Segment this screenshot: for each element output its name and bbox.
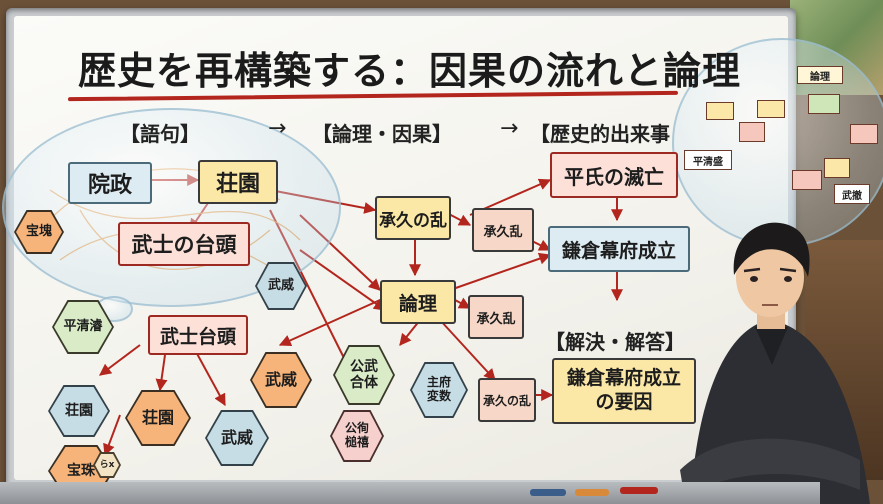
header-events: 【歴史的出来事 [530, 122, 670, 146]
header-arrow: → [500, 116, 519, 141]
hex-busai3: 武威 [250, 352, 312, 408]
link-line [103, 414, 121, 457]
hex-label: 主府 変数 [412, 364, 466, 416]
node-ronri: 論理 [380, 280, 456, 324]
link-line [449, 252, 552, 291]
marker-tray [0, 482, 820, 504]
mini-node [824, 158, 850, 178]
hex-label: 武威 [252, 354, 310, 406]
right-thought-bubble [672, 38, 883, 247]
hex-label: 公武 合体 [335, 347, 393, 403]
mini-node-bukan: 武撤 [834, 184, 870, 204]
mini-node [792, 170, 822, 190]
hex-label: 武威 [207, 412, 267, 464]
hex-kobu-gattai: 公武 合体 [333, 345, 395, 405]
link-line [454, 297, 472, 309]
node-bushi-taito: 武士の台頭 [118, 222, 250, 266]
hex-label: 荘園 [50, 387, 108, 435]
marker-orange [575, 489, 609, 496]
hex-hoshu-small: らx [93, 452, 121, 478]
hex-label: 公徇 槌禧 [332, 412, 382, 460]
hex-label: 平清濬 [54, 302, 112, 352]
header-phrases: 【語句】 [120, 122, 200, 146]
node-kamakura: 鎌倉幕府成立 [548, 226, 690, 272]
link-line [155, 354, 168, 392]
node-insei: 院政 [68, 162, 152, 204]
header-arrow: → [268, 116, 287, 141]
node-jokyu-ran-bottom: 承久の乱 [478, 378, 536, 422]
hex-label: らx [95, 454, 119, 476]
mini-node [739, 122, 765, 142]
marker-red [620, 487, 658, 494]
mini-node [808, 94, 840, 114]
link-line [194, 349, 226, 407]
hex-label: 荘園 [127, 392, 189, 444]
mini-node [757, 100, 785, 118]
hex-label: 宝塊 [16, 212, 62, 252]
mini-node-heike: 平清盛 [684, 150, 732, 170]
link-line [99, 344, 141, 376]
mini-node-ronri: 論理 [797, 66, 843, 84]
hex-shoen3: 荘園 [125, 390, 191, 446]
link-line [399, 319, 421, 346]
mini-node [850, 124, 878, 144]
student-figure [680, 222, 870, 504]
node-bushi-taito2: 武士台頭 [148, 315, 248, 355]
node-answer: 鎌倉幕府成立 の要因 [552, 358, 696, 424]
hex-label: 武威 [257, 264, 305, 308]
hex-busai: 武威 [255, 262, 307, 310]
link-line [439, 319, 496, 381]
page-title: 歴史を再構築する：因果の流れと論理 [78, 49, 742, 93]
marker-blue [530, 489, 566, 496]
link-line [278, 299, 381, 347]
mini-node [706, 102, 734, 120]
node-jokyu-ran: 承久の乱 [375, 196, 451, 240]
node-jokyu-ran-small: 承久乱 [472, 208, 534, 252]
node-jokyu-ran-small2: 承久乱 [468, 295, 524, 339]
header-logic: 【論理・因果】 [312, 122, 452, 146]
node-heishi-metsubo: 平氏の滅亡 [550, 152, 678, 198]
header-solution: 【解決・解答】 [545, 330, 685, 354]
node-shoen: 荘園 [198, 160, 278, 204]
